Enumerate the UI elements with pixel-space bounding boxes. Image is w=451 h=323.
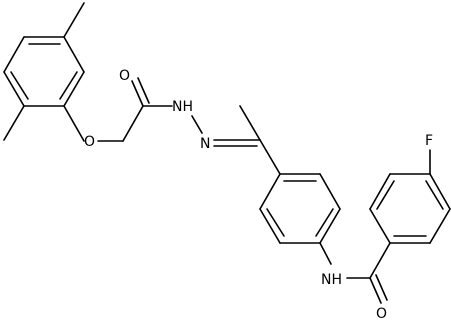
atom-o-ether: O: [84, 134, 95, 150]
atom-nh-hydrazide: NH: [172, 99, 193, 115]
bond-lines: [3, 2, 451, 304]
atom-o-carbonyl-left: O: [119, 68, 130, 84]
atom-fluorine: F: [425, 133, 433, 149]
atom-o-carbonyl-right: O: [376, 306, 387, 322]
atom-nh-amide: NH: [321, 272, 342, 288]
atom-n-hydrazone: N: [200, 136, 210, 152]
atom-labels: O O NH N F NH O: [84, 68, 433, 322]
